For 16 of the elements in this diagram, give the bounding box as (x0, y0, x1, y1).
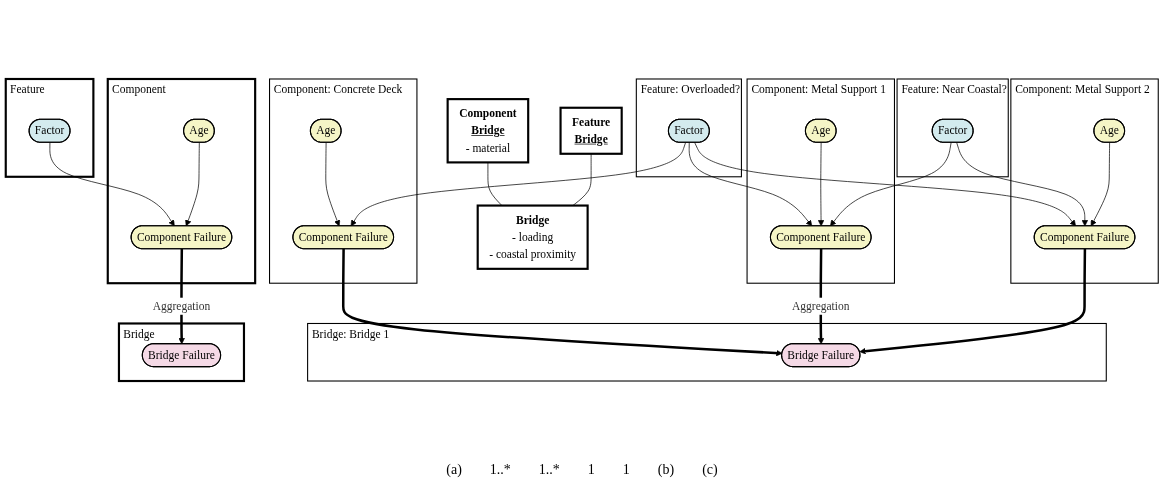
label-text: 1 (622, 462, 630, 478)
label-text: 1..* (538, 462, 560, 478)
node-box: Component Bridge - material (446, 98, 530, 164)
edge-label: Aggregation (152, 299, 211, 312)
node-box: Bridge - loading - coastal proximity (476, 204, 589, 270)
label-text: (a) (446, 462, 462, 478)
connector (572, 153, 592, 206)
arrow (859, 249, 1087, 355)
label-text: 1 (587, 462, 595, 478)
arrow (341, 249, 783, 357)
label-text: (c) (702, 462, 718, 478)
label-text: 1..* (489, 462, 511, 478)
label-text: (b) (657, 462, 675, 478)
connector (487, 162, 503, 206)
node-box: Feature Bridge (559, 106, 623, 155)
edge-label: Aggregation (792, 299, 850, 312)
